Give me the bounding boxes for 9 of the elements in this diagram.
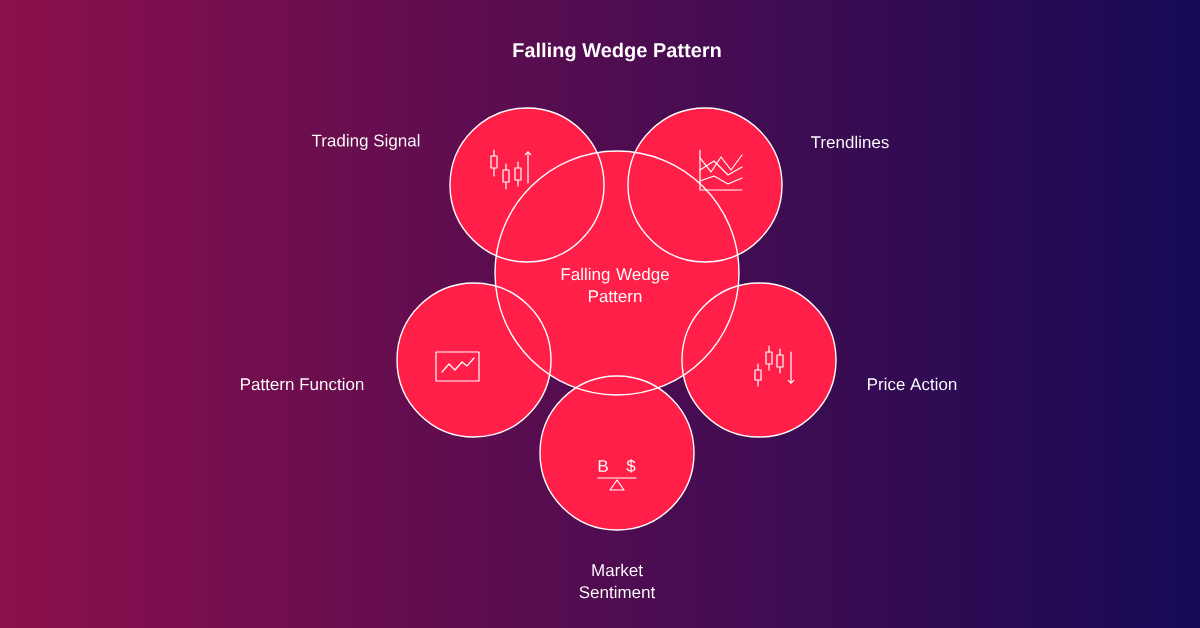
circle-label: Price Action — [868, 377, 957, 391]
circle-label: Falling Wedge Pattern — [561, 267, 669, 303]
currency-symbol: $ — [626, 459, 636, 473]
circle-label: Pattern Function — [241, 377, 364, 391]
title: Falling Wedge Pattern — [513, 42, 721, 62]
circle-label: Trading Signal — [311, 134, 420, 150]
circle-label: Market Sentiment — [579, 563, 656, 599]
circle-label: Trendlines — [811, 135, 889, 149]
currency-symbol: B — [598, 460, 608, 472]
